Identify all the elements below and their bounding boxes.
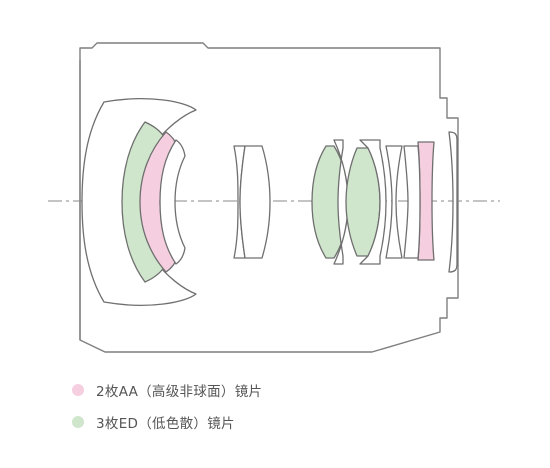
aa-lens-swatch bbox=[72, 384, 84, 396]
legend-label-aa: 2枚AA（高级非球面）镜片 bbox=[96, 384, 263, 400]
legend-label-ed: 3枚ED（低色散）镜片 bbox=[96, 416, 235, 432]
legend-item-aa: 2枚AA（高级非球面）镜片 bbox=[72, 380, 262, 400]
lens-element-4 bbox=[159, 139, 186, 265]
lens-element-13 bbox=[403, 145, 421, 259]
legend-item-ed: 3枚ED（低色散）镜片 bbox=[72, 412, 235, 432]
lens-element-6 bbox=[239, 145, 271, 259]
lens-element-10 bbox=[359, 139, 387, 265]
lens-element-1 bbox=[81, 98, 197, 306]
lens-element-11 bbox=[385, 145, 403, 259]
lens-element-14 bbox=[448, 131, 458, 273]
ed-lens-swatch bbox=[72, 416, 84, 428]
lens-barrel-outline bbox=[79, 42, 459, 353]
